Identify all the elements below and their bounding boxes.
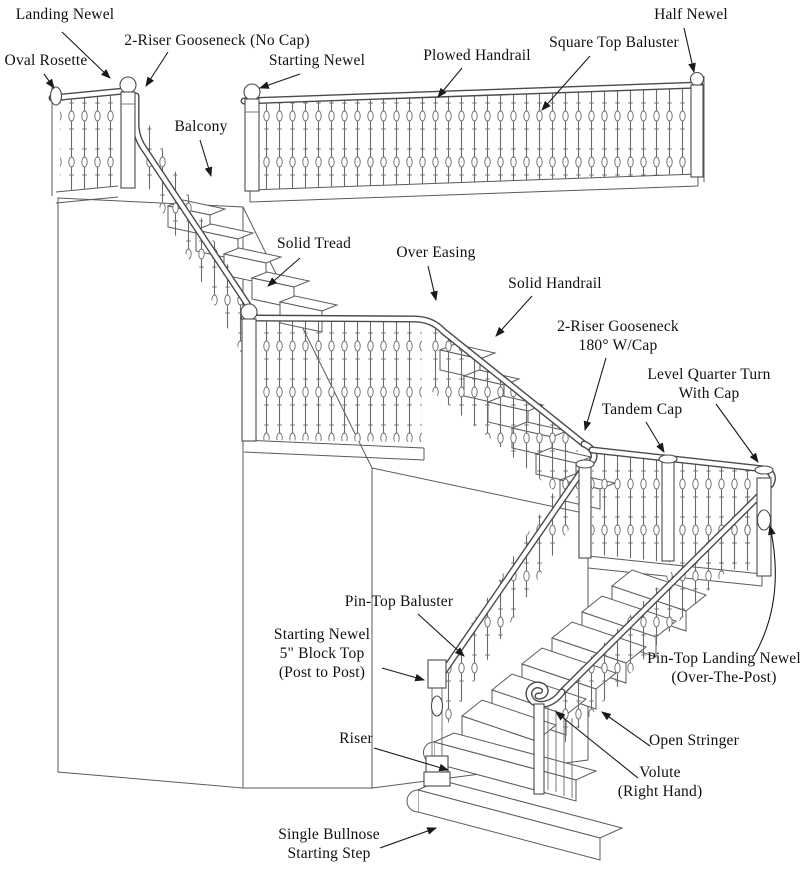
label-tandem-cap: Tandem Cap bbox=[601, 401, 683, 418]
gooseneck-cap-post bbox=[578, 465, 592, 559]
label-open-stringer: Open Stringer bbox=[649, 732, 739, 749]
label-pin-top-baluster: Pin-Top Baluster bbox=[344, 593, 454, 610]
starting-newel-block-top bbox=[427, 659, 447, 689]
label-level-quarter-turn: Level Quarter Turn With Cap bbox=[647, 366, 771, 402]
label-starting-newel: Starting Newel bbox=[268, 52, 366, 69]
label-over-easing: Over Easing bbox=[396, 244, 476, 261]
newels-and-fittings bbox=[49, 71, 774, 798]
label-landing-newel: Landing Newel bbox=[15, 6, 115, 23]
mid-newel-post bbox=[241, 318, 257, 442]
label-gooseneck-180-cap: 2-Riser Gooseneck 180° W/Cap bbox=[557, 318, 679, 354]
label-square-top-baluster: Square Top Baluster bbox=[549, 34, 679, 51]
label-riser: Riser bbox=[339, 730, 373, 747]
label-plowed-handrail: Plowed Handrail bbox=[423, 47, 531, 64]
label-balcony: Balcony bbox=[174, 118, 228, 135]
starting-newel-ball bbox=[243, 83, 261, 101]
tandem-cap-post bbox=[661, 460, 675, 562]
volute-newel-post bbox=[533, 703, 545, 795]
label-solid-tread: Solid Tread bbox=[276, 235, 352, 252]
landing-newel-post bbox=[120, 91, 136, 189]
label-pin-top-landing-newel: Pin-Top Landing Newel (Over-The-Post) bbox=[647, 650, 800, 686]
half-newel-ball bbox=[689, 71, 705, 87]
mid-newel-ball bbox=[240, 303, 258, 321]
label-solid-handrail: Solid Handrail bbox=[508, 275, 602, 292]
baluster-rows bbox=[60, 88, 760, 752]
oval-rosette-shape bbox=[49, 86, 63, 106]
label-gooseneck-no-cap: 2-Riser Gooseneck (No Cap) bbox=[124, 32, 310, 49]
starting-newel-post bbox=[244, 98, 260, 192]
label-half-newel: Half Newel bbox=[654, 6, 728, 23]
leader-arrows bbox=[43, 27, 776, 849]
label-volute: Volute (Right Hand) bbox=[617, 764, 703, 800]
label-starting-newel-block: Starting Newel 5" Block Top (Post to Pos… bbox=[273, 626, 371, 681]
label-oval-rosette: Oval Rosette bbox=[4, 52, 88, 69]
label-single-bullnose: Single Bullnose Starting Step bbox=[278, 826, 380, 862]
tandem-cap-fitting bbox=[658, 454, 678, 464]
level-quarter-turn-cap bbox=[754, 465, 774, 475]
landing-newel-ball bbox=[119, 76, 137, 94]
half-newel-post bbox=[690, 84, 704, 178]
